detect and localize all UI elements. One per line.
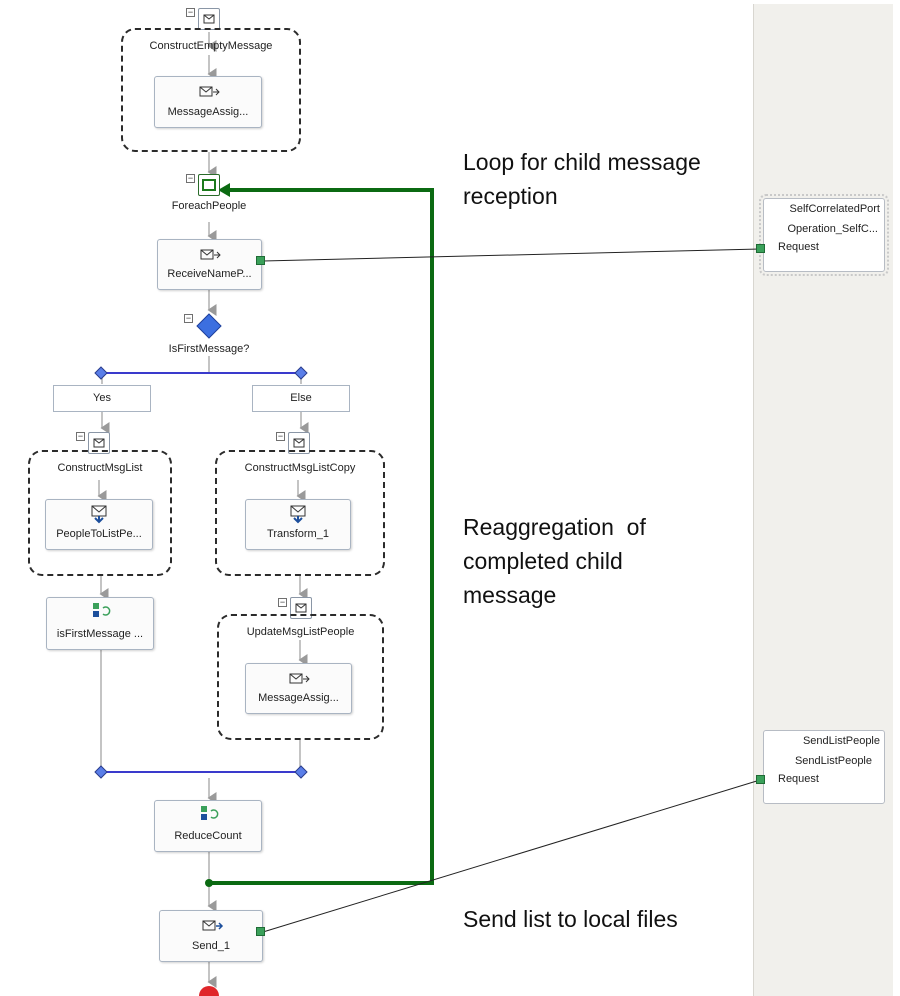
construct-message-icon [290, 597, 312, 619]
port-message[interactable]: Request [778, 773, 819, 785]
collapse-toggle[interactable]: − [186, 7, 195, 17]
port-connector[interactable] [756, 775, 765, 784]
port-send-list-people[interactable]: SendListPeople SendListPeople Request [763, 730, 885, 804]
shape-label: PeopleToListPe... [56, 528, 142, 540]
terminate-shape [199, 986, 219, 996]
loop-glyph [202, 179, 216, 191]
construct-message-icon [198, 8, 220, 30]
scope-label: ConstructMsgList [57, 462, 143, 474]
send-port-binding [262, 779, 761, 933]
shape-label: ReceiveNameP... [167, 268, 252, 280]
loop-arrowhead [218, 183, 230, 197]
scope-label: ConstructEmptyMessage [149, 40, 273, 52]
branch-yes[interactable]: Yes [53, 385, 151, 412]
shape-label: MessageAssig... [258, 692, 339, 704]
collapse-toggle[interactable]: − [186, 173, 195, 183]
construct-message-icon [88, 432, 110, 454]
decision-diamond [196, 313, 222, 339]
join-node [294, 765, 308, 779]
port-message[interactable]: Request [778, 241, 819, 253]
shape-label: isFirstMessage ... [56, 628, 144, 640]
decision-label: IsFirstMessage? [168, 343, 250, 355]
port-operation[interactable]: Operation_SelfC... [787, 223, 879, 235]
port-name: SelfCorrelatedPort [789, 203, 881, 215]
port-operation[interactable]: SendListPeople [794, 755, 872, 767]
shape-transform-1[interactable]: Transform_1 [245, 499, 351, 550]
receive-port-connector[interactable] [256, 256, 265, 265]
construct-glyph [203, 14, 215, 24]
transform-icon [91, 505, 107, 524]
branch-else[interactable]: Else [252, 385, 350, 412]
shape-transform-people-to-list[interactable]: PeopleToListPe... [45, 499, 153, 550]
loop-origin-dot [205, 879, 213, 887]
annotation-send: Send list to local files [463, 906, 678, 932]
shape-message-assign[interactable]: MessageAssig... [245, 663, 352, 714]
scope-construct-empty-message[interactable]: ConstructEmptyMessage [121, 28, 301, 152]
loop-back-line [209, 188, 434, 885]
collapse-toggle[interactable]: − [76, 431, 85, 441]
scope-label: ConstructMsgListCopy [244, 462, 356, 474]
shape-label: ReduceCount [174, 830, 242, 842]
scope-update-msg-list-people[interactable]: UpdateMsgListPeople [217, 614, 384, 740]
collapse-toggle[interactable]: − [276, 431, 285, 441]
shape-label: Send_1 [192, 940, 230, 952]
collapse-toggle[interactable]: − [278, 597, 287, 607]
shape-message-assign[interactable]: MessageAssig... [154, 76, 262, 128]
annotation-loop: Loop for child message reception [463, 149, 701, 209]
send-icon [202, 920, 224, 931]
receive-port-binding [262, 248, 761, 262]
port-connector[interactable] [756, 244, 765, 253]
expression-icon [93, 603, 111, 617]
construct-glyph [93, 438, 105, 448]
scope-construct-msg-list[interactable]: ConstructMsgList [28, 450, 172, 576]
port-self-correlated[interactable]: SelfCorrelatedPort Operation_SelfC... Re… [759, 194, 889, 276]
join-node [94, 765, 108, 779]
message-assign-icon [199, 86, 220, 97]
shape-expression-reduce-count[interactable]: ReduceCount [154, 800, 262, 852]
collapse-toggle[interactable]: − [184, 313, 193, 323]
construct-glyph [293, 438, 305, 448]
loop-icon [198, 174, 220, 196]
branch-node [94, 366, 108, 380]
shape-label: Transform_1 [267, 528, 329, 540]
port-name: SendListPeople [802, 735, 880, 747]
shape-expression-is-first-message[interactable]: isFirstMessage ... [46, 597, 154, 650]
construct-glyph [295, 603, 307, 613]
scope-construct-msg-list-copy[interactable]: ConstructMsgListCopy [215, 450, 385, 576]
expression-icon [201, 806, 219, 820]
shape-receive[interactable]: ReceiveNameP... [157, 239, 262, 290]
construct-message-icon [288, 432, 310, 454]
shape-label: MessageAssig... [167, 106, 249, 118]
send-port-connector[interactable] [256, 927, 265, 936]
scope-label: UpdateMsgListPeople [246, 626, 355, 638]
message-assign-icon [289, 673, 310, 684]
receive-icon [200, 249, 221, 260]
annotation-reaggregation: Reaggregation of completed child message [463, 514, 646, 608]
shape-send[interactable]: Send_1 [159, 910, 263, 962]
branch-node [294, 366, 308, 380]
transform-icon [290, 505, 306, 524]
foreach-label: ForeachPeople [171, 200, 247, 212]
port-surface [753, 4, 893, 996]
